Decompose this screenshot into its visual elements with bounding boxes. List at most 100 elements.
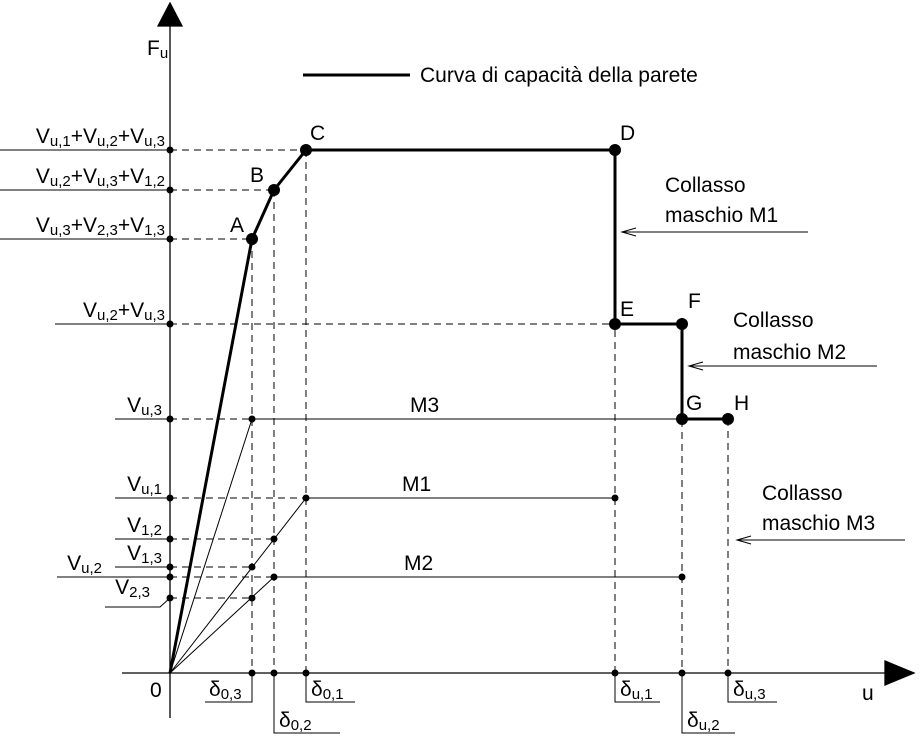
- text-part: +V: [118, 125, 144, 148]
- subscript: 1,3: [141, 550, 162, 567]
- subscript: u,1: [50, 133, 71, 150]
- label-box: [273, 673, 340, 734]
- label-box: [681, 673, 735, 734]
- pier-curve-m2: [169, 576, 682, 674]
- subscript: u,3: [745, 686, 766, 703]
- axis-tick-dot: [302, 669, 310, 677]
- axis-tick-dot: [166, 494, 174, 502]
- y-label-v13: V1,3​: [127, 542, 162, 567]
- subscript: u,1: [632, 686, 653, 703]
- y-axis-arrow-icon: [156, 1, 184, 27]
- subscript: u,2: [699, 717, 720, 734]
- axis-tick-dot: [166, 146, 174, 154]
- point-h: [722, 413, 734, 425]
- label-leaders: [0, 149, 777, 734]
- point-d: [609, 144, 621, 156]
- subscript: u,3: [144, 133, 165, 150]
- arrowhead-icon: [620, 227, 637, 237]
- axis-tick-dot: [678, 669, 686, 677]
- pier-point: [678, 573, 686, 581]
- text-part: V: [83, 299, 97, 322]
- text-part: δ: [311, 678, 323, 701]
- axis-tick-dot: [166, 573, 174, 581]
- pier-point: [248, 415, 256, 423]
- point-c: [300, 144, 312, 156]
- point-b: [268, 184, 280, 196]
- pier-curve-m3: [169, 418, 682, 674]
- label-box: [205, 673, 253, 703]
- text-part: δ: [733, 678, 745, 701]
- subscript: 0,3: [221, 686, 242, 703]
- y-label-vu1: Vu,1​: [127, 473, 162, 498]
- subscript: u,3: [144, 307, 165, 324]
- text-part: V: [127, 394, 141, 417]
- annotation-line1: Collasso: [733, 309, 814, 332]
- subscript: u,2: [81, 560, 102, 577]
- x-label-d01: δ0,1​: [311, 678, 344, 703]
- pier-curve-m1: [169, 497, 615, 674]
- axis-tick-dot: [166, 535, 174, 543]
- x-label-d03: δ0,3​: [209, 678, 242, 703]
- point-label-d: D: [620, 122, 635, 145]
- x-label-du3: δu,3​: [733, 678, 766, 703]
- label-box: [305, 673, 355, 703]
- subscript: 0,1: [323, 686, 344, 703]
- y-axis-label: Fu​: [147, 37, 168, 62]
- text-part: +V: [71, 165, 97, 188]
- subscript: u,3: [141, 402, 162, 419]
- pier-label-m1: M1: [402, 473, 431, 496]
- origin-label: 0: [150, 679, 162, 702]
- annotation-line1: Collasso: [762, 482, 843, 505]
- point-label-e: E: [620, 298, 634, 321]
- text-part: V: [127, 473, 141, 496]
- point-g: [676, 413, 688, 425]
- x-axis-label: u: [862, 682, 874, 705]
- text-part: F: [147, 37, 160, 60]
- pier-curves: [169, 418, 682, 674]
- axis-tick-dot: [270, 669, 278, 677]
- y-label-vu3: Vu,3​: [127, 394, 162, 419]
- pier-point: [248, 594, 256, 602]
- x-label-d02: δ0,2​: [279, 709, 312, 734]
- axis-tick-dot: [166, 235, 174, 243]
- text-part: +V: [118, 299, 144, 322]
- capacity-curve: [168, 148, 728, 674]
- text-part: V: [36, 214, 50, 237]
- y-label-v23: V2,3​: [115, 576, 150, 601]
- label-underline: [105, 597, 171, 608]
- subscript: u: [160, 45, 168, 62]
- point-label-a: A: [230, 214, 244, 237]
- text-part: +V: [118, 165, 144, 188]
- point-label-h: H: [734, 392, 749, 415]
- subscript: 2,3: [97, 222, 118, 239]
- text-part: V: [127, 514, 141, 537]
- subscript: u,2: [97, 307, 118, 324]
- pier-point: [270, 535, 278, 543]
- text-part: +V: [118, 214, 144, 237]
- point-f: [676, 318, 688, 330]
- subscript: u,2: [97, 133, 118, 150]
- subscript: 0,2: [291, 717, 312, 734]
- axis-tick-dot: [166, 563, 174, 571]
- pier-point: [611, 494, 619, 502]
- axis-tick-dot: [166, 594, 174, 602]
- y-label-v12: V1,2​: [127, 514, 162, 539]
- text-part: δ: [687, 709, 699, 732]
- axis-tick-dot: [166, 320, 174, 328]
- axis-tick-dot: [248, 669, 256, 677]
- text-part: δ: [620, 678, 632, 701]
- y-label-e-level: Vu,2​+Vu,3​: [83, 299, 165, 324]
- annotation-line2: maschio M1: [665, 204, 778, 227]
- x-label-du2: δu,2​: [687, 709, 720, 734]
- subscript: 1,3: [144, 222, 165, 239]
- pier-label-m2: M2: [404, 552, 433, 575]
- point-label-g: G: [686, 392, 702, 415]
- text-part: +V: [71, 214, 97, 237]
- point-label-b: B: [250, 164, 264, 187]
- arrowhead-icon: [735, 535, 752, 545]
- legend-label: Curva di capacità della parete: [420, 64, 698, 87]
- axis-tick-dot: [166, 186, 174, 194]
- point-a: [246, 233, 258, 245]
